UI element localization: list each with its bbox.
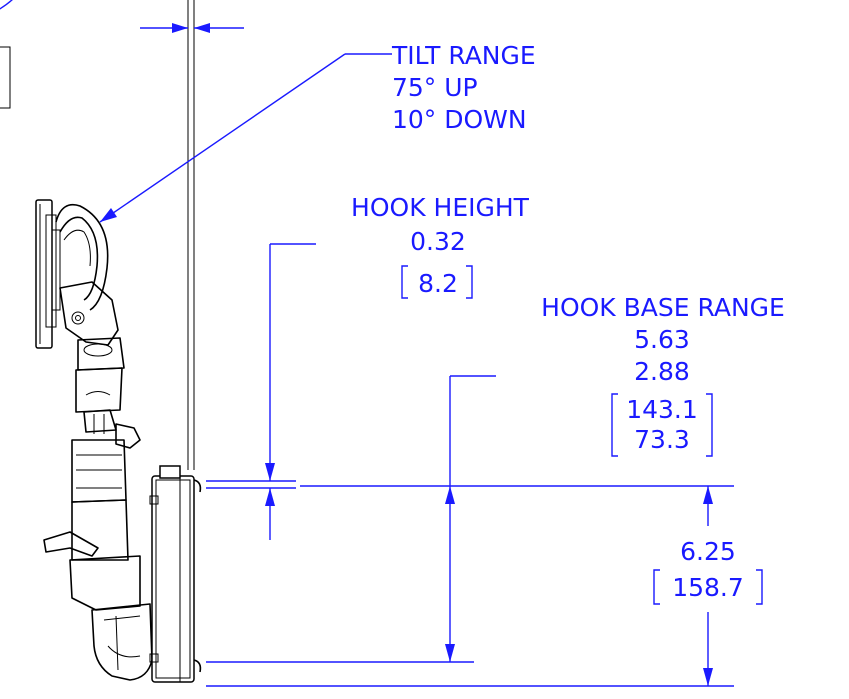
hook-height-inches: 0.32 <box>410 227 466 256</box>
base-height-bracket-right <box>756 569 763 605</box>
hook-height-dimension <box>206 243 316 540</box>
base-height-bracket-left <box>653 569 660 605</box>
display-plate <box>35 199 61 349</box>
side-latch <box>43 531 99 557</box>
mount-assembly <box>0 0 202 683</box>
hook-base-range-bracket-left <box>611 393 618 457</box>
tilt-range-leader <box>99 53 392 223</box>
hook-height-title: HOOK HEIGHT <box>351 193 530 222</box>
hook-height-bracket-right <box>466 265 473 299</box>
hook-base-range-mm-min: 73.3 <box>634 425 690 454</box>
hook-base-range-mm-max: 143.1 <box>626 395 698 424</box>
hook-base-range-inches-max: 5.63 <box>634 325 690 354</box>
base-height-label: 6.25 158.7 <box>653 537 763 605</box>
tension-knob <box>83 409 141 449</box>
tilt-range-title: TILT RANGE <box>391 41 536 70</box>
hook-height-bracket-left <box>401 265 408 299</box>
hook-base-range-dimension <box>206 375 734 663</box>
upper-joint <box>75 337 125 413</box>
tilt-range-up: 75° UP <box>392 73 478 102</box>
lower-housing <box>69 555 153 681</box>
tilt-bracket <box>55 203 119 346</box>
base-height-mm: 158.7 <box>672 573 744 602</box>
hook-height-label: HOOK HEIGHT 0.32 8.2 <box>351 193 530 299</box>
base-height-inches: 6.25 <box>680 537 736 566</box>
tilt-range-label: TILT RANGE 75° UP 10° DOWN <box>391 41 536 134</box>
hook-base-range-bracket-right <box>706 393 713 457</box>
base-plate <box>149 465 202 683</box>
hook-height-mm: 8.2 <box>418 269 458 298</box>
hook-base-range-inches-min: 2.88 <box>634 357 690 386</box>
cropped-dimension-edge <box>0 0 13 10</box>
vertical-post <box>71 439 129 561</box>
base-height-dimension <box>206 486 734 687</box>
hook-base-range-title: HOOK BASE RANGE <box>541 293 785 322</box>
tilt-range-down: 10° DOWN <box>392 105 527 134</box>
wall-gap-dimension <box>140 23 244 33</box>
cropped-frame-edge <box>0 46 11 109</box>
hook-base-range-label: HOOK BASE RANGE 5.63 2.88 143.1 73.3 <box>541 293 785 457</box>
